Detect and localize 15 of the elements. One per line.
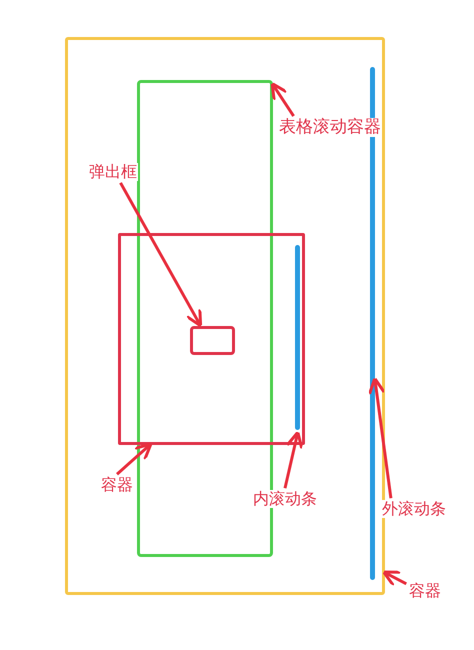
callout-label: 弹出框 <box>88 163 138 181</box>
leader-arrow <box>119 182 202 328</box>
callout-label: 容器 <box>100 476 134 494</box>
leader-arrow <box>284 430 304 489</box>
leader-arrow <box>270 82 295 117</box>
callout-label: 内滚动条 <box>252 490 318 508</box>
container-box <box>118 233 305 445</box>
scrollbar <box>295 245 300 430</box>
callout-label: 表格滚动容器 <box>278 118 382 137</box>
leader-arrow <box>382 570 407 588</box>
leader-arrow <box>116 442 152 476</box>
callout-label: 容器 <box>408 582 442 600</box>
callout-label: 外滚动条 <box>381 500 447 518</box>
leader-arrow <box>368 376 392 498</box>
container-box <box>190 326 235 355</box>
